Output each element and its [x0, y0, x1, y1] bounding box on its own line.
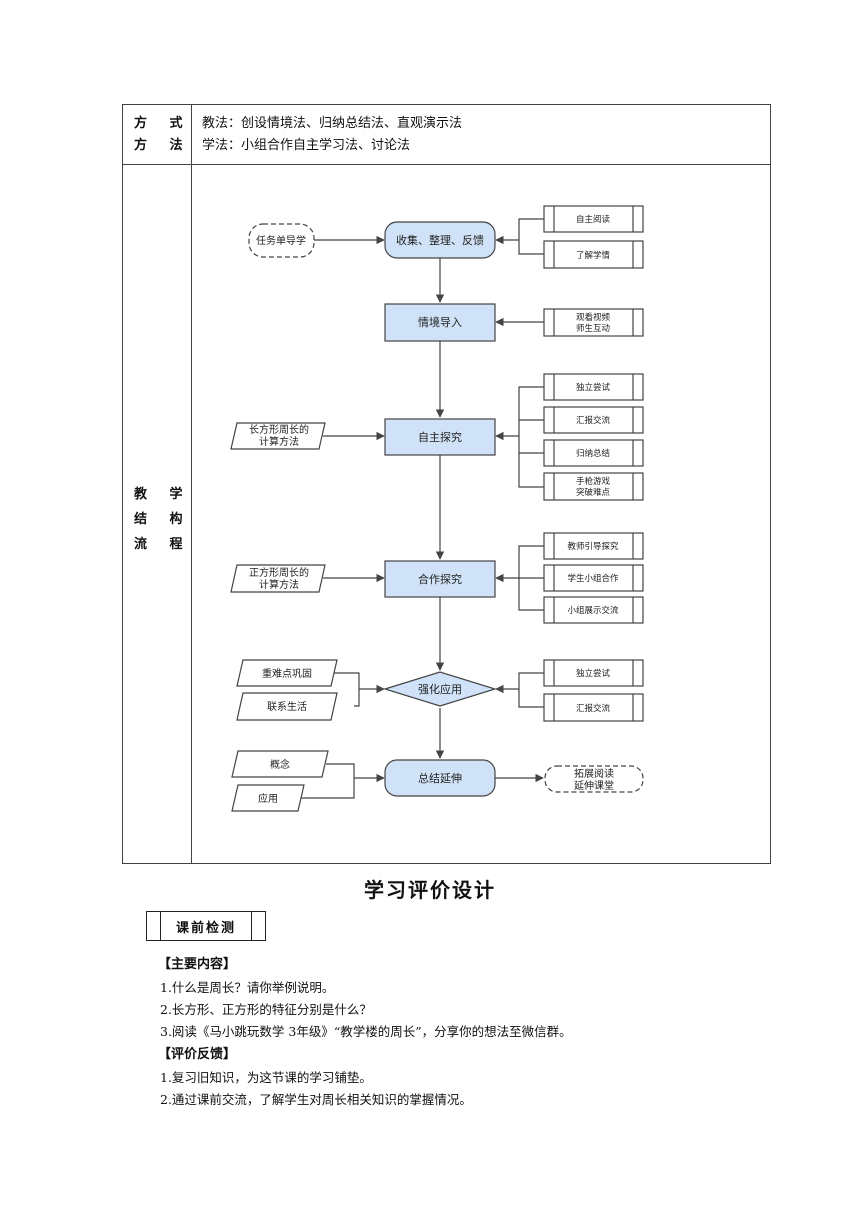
square-perimeter-input: [230, 564, 326, 593]
reinforce-input: [236, 659, 338, 687]
explore-item-label: 独立尝试: [576, 382, 611, 393]
explore-item: [543, 472, 644, 501]
node-apply: [382, 671, 498, 707]
teaching-flowchart: 收集、整理、反馈 情境导入 自主探究 合作探究 强化应用 总结延伸 任务单导学 …: [230, 205, 644, 812]
collect-item: [543, 240, 644, 269]
apply-item: [543, 693, 644, 722]
rect-perimeter-label: 计算方法: [259, 435, 299, 448]
explore-item-label: 手枪游戏: [576, 476, 611, 487]
node-coop: [384, 560, 496, 598]
apply-item-label: 独立尝试: [576, 668, 611, 679]
application-label: 应用: [258, 792, 278, 805]
teaching-method: 教法：创设情境法、归纳总结法、直观演示法: [202, 116, 463, 131]
apply-item: [543, 659, 644, 687]
collect-item-label: 了解学情: [576, 250, 611, 261]
column-divider: [191, 105, 192, 863]
flow-label-line: 结 构: [134, 512, 192, 527]
node-summary-label: 总结延伸: [418, 771, 462, 785]
node-coop-label: 合作探究: [418, 572, 462, 586]
extension-label: 拓展阅读: [574, 767, 614, 780]
node-explore-label: 自主探究: [418, 430, 462, 444]
node-collect: [384, 221, 496, 259]
explore-item-label: 归纳总结: [576, 448, 610, 459]
rect-perimeter-label: 长方形周长的: [249, 423, 309, 436]
feedback-item: 1.复习旧知识，为这节课的学习铺垫。: [160, 1070, 372, 1085]
learning-method: 学法：小组合作自主学习法、讨论法: [202, 138, 411, 153]
main-content-item: 2.长方形、正方形的特征分别是什么？: [160, 1002, 372, 1017]
lesson-table: 方 式 方 法 教法：创设情境法、归纳总结法、直观演示法 学法：小组合作自主学习…: [122, 104, 771, 864]
life-input: [236, 692, 338, 721]
rect-perimeter-input: [230, 422, 326, 450]
reinforce-label: 重难点巩固: [262, 667, 312, 680]
application-input: [231, 784, 305, 812]
methods-label: 方 式 方 法: [134, 113, 192, 157]
main-content-item: 1.什么是周长？请你举例说明。: [160, 980, 335, 995]
flow-label-line: 流 程: [134, 537, 192, 552]
node-summary: [384, 759, 496, 797]
square-perimeter-label: 正方形周长的: [249, 566, 309, 579]
pre-check-label: 课前检测: [175, 921, 236, 936]
flow-label-line: 教 学: [134, 487, 192, 502]
node-explore: [384, 418, 496, 456]
row-divider: [123, 164, 770, 165]
explore-item: [543, 439, 644, 467]
task-guide-node: [248, 223, 315, 258]
box-bar: [251, 912, 252, 940]
concept-label: 概念: [270, 758, 290, 771]
coop-item-label: 小组展示交流: [567, 605, 619, 616]
extension-label: 延伸课堂: [574, 780, 614, 792]
coop-item-label: 教师引导探究: [567, 541, 619, 552]
collect-item: [543, 205, 644, 233]
coop-item: [543, 532, 644, 560]
collect-item-label: 自主阅读: [576, 214, 611, 225]
life-label: 联系生活: [267, 700, 307, 713]
main-content-heading: 【主要内容】: [158, 957, 237, 972]
flow-label: 教 学 结 构 流 程: [134, 482, 192, 557]
coop-item: [543, 596, 644, 624]
explore-item-label: 汇报交流: [576, 415, 611, 426]
pre-check-box: 课前检测: [146, 911, 266, 941]
node-intro: [384, 303, 496, 342]
explore-item: [543, 373, 644, 401]
methods-label-line: 方 法: [134, 138, 192, 153]
evaluation-title: 学习评价设计: [364, 878, 496, 902]
task-guide-label: 任务单导学: [256, 234, 306, 247]
intro-item-label: 师生互动: [576, 323, 611, 334]
coop-item: [543, 564, 644, 592]
box-bar: [160, 912, 161, 940]
node-intro-label: 情境导入: [418, 315, 462, 329]
intro-item-label: 观看视频: [576, 312, 611, 323]
node-apply-label: 强化应用: [418, 682, 462, 696]
node-collect-label: 收集、整理、反馈: [396, 233, 484, 247]
extension-node: [544, 765, 644, 793]
feedback-item: 2.通过课前交流，了解学生对周长相关知识的掌握情况。: [160, 1092, 472, 1107]
main-content-item: 3.阅读《马小跳玩数学 3年级》“教学楼的周长”，分享你的想法至微信群。: [160, 1024, 572, 1039]
concept-input: [231, 750, 329, 778]
explore-item: [543, 406, 644, 434]
square-perimeter-label: 计算方法: [259, 578, 299, 591]
explore-item-label: 突破难点: [576, 487, 611, 498]
intro-item: [543, 308, 644, 337]
feedback-heading: 【评价反馈】: [158, 1047, 237, 1062]
apply-item-label: 汇报交流: [576, 703, 611, 714]
methods-label-line: 方 式: [134, 116, 192, 131]
coop-item-label: 学生小组合作: [567, 573, 619, 584]
